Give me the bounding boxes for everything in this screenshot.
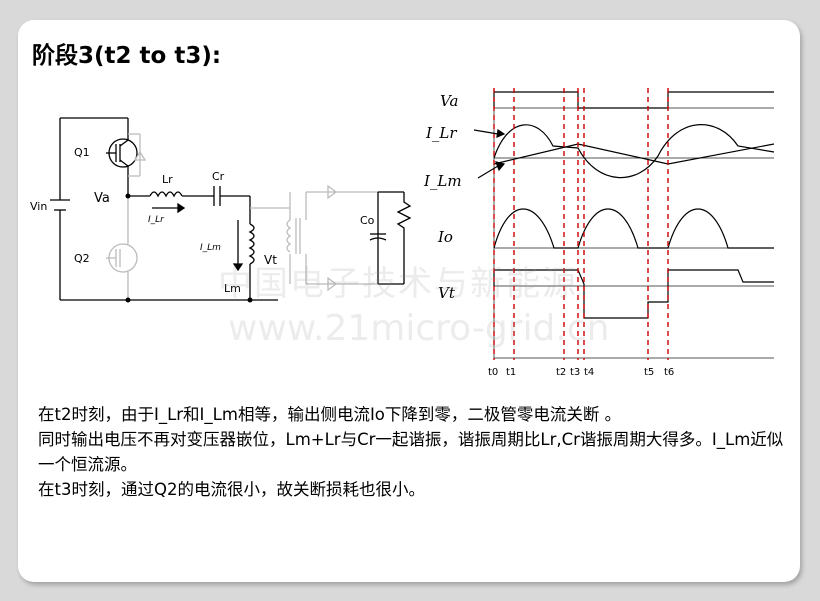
lr-label: Lr (162, 173, 173, 186)
time-label-t1: t1 (506, 367, 516, 378)
description-paragraph-1: 在t2时刻，由于I_Lr和I_Lm相等，输出侧电流Io下降到零，二极管零电流关断… (38, 405, 622, 424)
lm-label: Lm (224, 282, 241, 295)
i-lr-label: I_Lr (148, 215, 165, 225)
time-label-t4: t4 (584, 367, 594, 378)
description-paragraph-2: 同时输出电压不再对变压器嵌位，Lm+Lr与Cr一起谐振，谐振周期比Lr,Cr谐振… (38, 430, 784, 474)
wave-label-ilm: I_Lm (423, 172, 462, 190)
time-label-t3: t3 (570, 367, 580, 378)
description-text: 在t2时刻，由于I_Lr和I_Lm相等，输出侧电流Io下降到零，二极管零电流关断… (38, 402, 790, 502)
vt-label: Vt (264, 253, 277, 267)
llc-circuit-diagram: Q1 Q2 Vin Va Lr I_Lr Cr I_Lm Lm Vt Co (30, 117, 412, 303)
q2-label: Q2 (74, 252, 90, 265)
i-lm-label: I_Lm (200, 243, 221, 253)
wave-label-io: Io (437, 228, 453, 246)
description-paragraph-3: 在t3时刻，通过Q2的电流很小，故关断损耗也很小。 (38, 480, 425, 499)
timing-waveforms: Va I_Lr I_Lm Io Vt t0 t1 t2 t3 t4 t5 t6 (423, 88, 775, 378)
va-label: Va (94, 191, 110, 206)
co-label: Co (360, 214, 375, 227)
cr-label: Cr (212, 170, 225, 183)
time-label-t2: t2 (556, 367, 566, 378)
time-label-t5: t5 (644, 367, 654, 378)
wave-label-ilr: I_Lr (425, 124, 457, 142)
slide-card (18, 20, 800, 582)
vin-label: Vin (30, 200, 47, 213)
time-label-t0: t0 (488, 367, 498, 378)
wave-label-va: Va (440, 92, 458, 110)
time-label-t6: t6 (664, 367, 674, 378)
q1-label: Q1 (74, 146, 90, 159)
wave-label-vt: Vt (438, 284, 456, 302)
slide-title: 阶段3(t2 to t3): (32, 43, 222, 69)
